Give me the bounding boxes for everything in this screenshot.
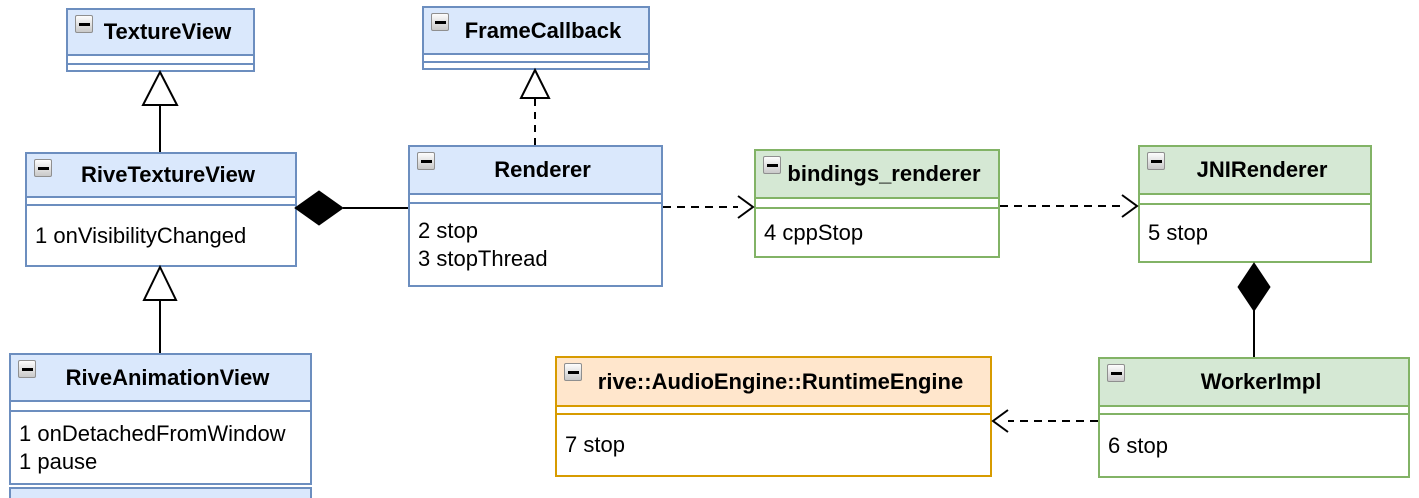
class-header: TextureView bbox=[68, 10, 253, 56]
edge-generalization-riveanimationview-rivetextureview bbox=[142, 264, 178, 353]
member-label: 3 stopThread bbox=[418, 245, 548, 271]
collapse-icon[interactable] bbox=[75, 15, 93, 33]
attributes-compartment bbox=[424, 55, 648, 63]
class-title: bindings_renderer bbox=[787, 161, 981, 186]
open-arrow-icon bbox=[1121, 194, 1139, 218]
class-header: bindings_renderer bbox=[756, 151, 998, 199]
attributes-compartment bbox=[410, 195, 661, 204]
methods-compartment: 1 onDetachedFromWindow 1 pause bbox=[11, 412, 310, 483]
class-header: JNIRenderer bbox=[1140, 147, 1370, 195]
class-box-bindings-renderer[interactable]: bindings_renderer 4 cppStop bbox=[754, 149, 1000, 258]
filled-diamond-icon bbox=[294, 190, 344, 226]
partial-class-box[interactable] bbox=[9, 487, 312, 498]
class-box-renderer[interactable]: Renderer 2 stop 3 stopThread bbox=[408, 145, 663, 287]
attributes-compartment bbox=[27, 198, 295, 206]
edge-dependency-renderer-bindings-renderer bbox=[663, 195, 755, 219]
edge-composition-jnirenderer-workerimpl bbox=[1237, 262, 1271, 357]
member-label: 1 pause bbox=[19, 448, 98, 474]
methods-compartment: 1 onVisibilityChanged bbox=[27, 206, 295, 265]
edge-dependency-workerimpl-audioengine bbox=[991, 409, 1098, 433]
minus-glyph bbox=[1110, 371, 1122, 375]
minus-glyph bbox=[766, 163, 778, 167]
collapse-icon[interactable] bbox=[417, 152, 435, 170]
attributes-compartment bbox=[1140, 195, 1370, 205]
attributes-compartment bbox=[756, 199, 998, 209]
member-label: 2 stop bbox=[418, 217, 478, 243]
class-box-riveanimationview[interactable]: RiveAnimationView 1 onDetachedFromWindow… bbox=[9, 353, 312, 485]
member-label: 1 onDetachedFromWindow bbox=[19, 420, 286, 446]
minus-glyph bbox=[37, 166, 49, 170]
attributes-compartment bbox=[557, 407, 990, 415]
collapse-icon[interactable] bbox=[34, 159, 52, 177]
methods-compartment bbox=[68, 65, 253, 70]
minus-glyph bbox=[567, 370, 579, 374]
attributes-compartment bbox=[1100, 407, 1408, 415]
member-label: 1 onVisibilityChanged bbox=[35, 222, 247, 248]
collapse-icon[interactable] bbox=[564, 363, 582, 381]
class-box-jnirenderer[interactable]: JNIRenderer 5 stop bbox=[1138, 145, 1372, 263]
minus-glyph bbox=[420, 159, 432, 163]
class-box-rivetextureview[interactable]: RiveTextureView 1 onVisibilityChanged bbox=[25, 152, 297, 267]
methods-compartment: 5 stop bbox=[1140, 205, 1370, 261]
member-label: 6 stop bbox=[1108, 432, 1168, 458]
member-label: 5 stop bbox=[1148, 220, 1208, 245]
collapse-icon[interactable] bbox=[1147, 152, 1165, 170]
methods-compartment: 7 stop bbox=[557, 415, 990, 475]
collapse-icon[interactable] bbox=[431, 13, 449, 31]
minus-glyph bbox=[21, 367, 33, 371]
class-title: TextureView bbox=[103, 19, 232, 44]
collapse-icon[interactable] bbox=[763, 156, 781, 174]
minus-glyph bbox=[78, 22, 90, 26]
class-title: JNIRenderer bbox=[1196, 157, 1328, 182]
edge-generalization-rivetextureview-textureview bbox=[141, 69, 179, 152]
class-box-textureview[interactable]: TextureView bbox=[66, 8, 255, 72]
methods-compartment bbox=[424, 63, 648, 68]
class-header: RiveAnimationView bbox=[11, 355, 310, 402]
class-header: RiveTextureView bbox=[27, 154, 295, 198]
methods-compartment: 2 stop 3 stopThread bbox=[410, 204, 661, 285]
class-title: FrameCallback bbox=[464, 17, 622, 43]
filled-diamond-icon bbox=[1237, 262, 1271, 312]
methods-compartment: 4 cppStop bbox=[756, 209, 998, 256]
member-label: 7 stop bbox=[565, 432, 625, 457]
methods-compartment: 6 stop bbox=[1100, 415, 1408, 476]
class-header: WorkerImpl bbox=[1100, 359, 1408, 407]
collapse-icon[interactable] bbox=[1107, 364, 1125, 382]
class-header: rive::AudioEngine::RuntimeEngine bbox=[557, 358, 990, 407]
edge-composition-rivetextureview-renderer bbox=[294, 190, 408, 226]
minus-glyph bbox=[1150, 159, 1162, 163]
class-box-audioengine-runtimeengine[interactable]: rive::AudioEngine::RuntimeEngine 7 stop bbox=[555, 356, 992, 477]
class-title: WorkerImpl bbox=[1200, 369, 1322, 394]
class-title: RiveTextureView bbox=[80, 162, 256, 187]
class-header: FrameCallback bbox=[424, 8, 648, 55]
member-label: 4 cppStop bbox=[764, 219, 864, 245]
attributes-compartment bbox=[68, 56, 253, 65]
class-box-workerimpl[interactable]: WorkerImpl 6 stop bbox=[1098, 357, 1410, 478]
collapse-icon[interactable] bbox=[18, 360, 36, 378]
edge-realization-renderer-framecallback bbox=[519, 67, 551, 145]
attributes-compartment bbox=[11, 402, 310, 412]
open-arrow-icon bbox=[991, 409, 1009, 433]
class-title: RiveAnimationView bbox=[65, 364, 270, 390]
class-title: Renderer bbox=[494, 157, 591, 182]
class-header: Renderer bbox=[410, 147, 661, 195]
open-arrow-icon bbox=[737, 195, 755, 219]
class-title: rive::AudioEngine::RuntimeEngine bbox=[597, 368, 964, 394]
hollow-triangle-icon bbox=[141, 69, 179, 106]
hollow-triangle-icon bbox=[142, 264, 178, 301]
hollow-triangle-icon bbox=[519, 67, 551, 99]
edge-dependency-bindings-renderer-jnirenderer bbox=[1000, 194, 1139, 218]
minus-glyph bbox=[434, 20, 446, 24]
class-box-framecallback[interactable]: FrameCallback bbox=[422, 6, 650, 70]
